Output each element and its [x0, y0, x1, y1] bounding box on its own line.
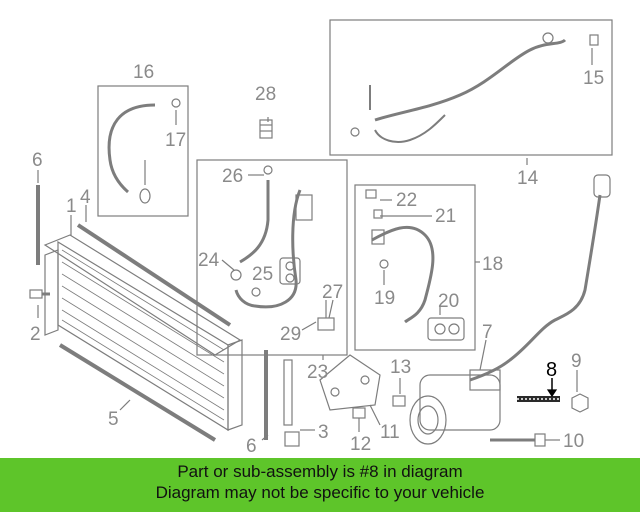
banner-line-2: Diagram may not be specific to your vehi…	[155, 483, 485, 502]
box-16	[97, 85, 189, 217]
callout-13: 13	[390, 357, 411, 378]
condenser-icon	[43, 234, 243, 432]
bracket-11-icon	[319, 354, 381, 411]
callout-8: 8	[546, 359, 557, 381]
fitting-icon	[371, 229, 385, 245]
callout-3: 3	[318, 422, 329, 443]
stud-10-icon	[490, 433, 546, 447]
callout-24: 24	[198, 250, 220, 271]
callout-17: 17	[165, 130, 186, 151]
hose-14b-icon	[374, 114, 446, 143]
hose-18-icon	[371, 225, 435, 324]
callout-22: 22	[396, 190, 417, 211]
strip-5-icon	[58, 343, 217, 442]
muffler-icon	[295, 194, 313, 221]
callout-12: 12	[350, 434, 371, 455]
callout-7: 7	[482, 322, 493, 343]
callout-9: 9	[571, 351, 582, 372]
callout-5: 5	[108, 409, 119, 430]
callout-labels: 1 2 3 4 5 6 6 7 8 9 10 11 12 13 14 15 16…	[30, 62, 604, 457]
callout-25: 25	[252, 264, 273, 285]
discharge-line-icon	[469, 194, 602, 382]
callout-20: 20	[438, 291, 459, 312]
spring-28-icon	[259, 119, 273, 139]
compressor-7-icon	[409, 369, 501, 445]
valve-21-icon	[373, 209, 383, 219]
diagram-canvas: 1 2 3 4 5 6 6 7 8 9 10 11 12 13 14 15 16…	[29, 19, 613, 457]
callout-14: 14	[517, 168, 539, 189]
callout-6-left: 6	[32, 150, 43, 171]
valve-27-icon	[317, 300, 335, 331]
callout-21: 21	[435, 206, 456, 227]
nut-9-icon	[571, 393, 589, 413]
oring-15-icon	[589, 34, 599, 46]
callout-15: 15	[583, 68, 604, 89]
box-18	[354, 184, 476, 351]
bolt-2-icon	[29, 289, 50, 299]
bracket-3-icon	[283, 359, 300, 447]
suction-hose-14-icon	[374, 38, 567, 122]
callout-18: 18	[482, 254, 503, 275]
bolt-12-icon	[352, 407, 366, 428]
callout-27: 27	[322, 282, 343, 303]
callout-23: 23	[307, 362, 328, 383]
oring-19-icon	[379, 259, 389, 269]
callout-28-29: 29	[280, 324, 301, 345]
callout-11: 11	[380, 422, 400, 443]
callout-1: 1	[66, 196, 77, 217]
cap-icon	[593, 174, 611, 198]
strip-4-icon	[76, 223, 232, 327]
callout-6-right: 6	[246, 436, 257, 457]
callout-26: 26	[222, 166, 243, 187]
pipe-26-icon	[239, 180, 270, 264]
hose-16-icon	[107, 103, 156, 194]
callout-16: 16	[133, 62, 154, 83]
oring-24-icon	[230, 269, 242, 281]
pipe-23-icon	[234, 189, 302, 309]
callout-28: 28	[255, 84, 276, 105]
oring-set-25-icon	[279, 257, 301, 285]
info-banner: Part or sub-assembly is #8 in diagram Di…	[0, 458, 640, 512]
callout-2: 2	[30, 324, 41, 345]
box-23	[196, 159, 348, 356]
cap-22-icon	[365, 189, 377, 199]
oring-17-icon	[139, 188, 151, 204]
oring-set-20-icon	[427, 317, 465, 341]
oring-17-top-icon	[171, 98, 181, 108]
callout-19: 19	[374, 288, 395, 309]
banner-line-1: Part or sub-assembly is #8 in diagram	[177, 462, 463, 481]
callout-4: 4	[80, 187, 91, 208]
box-14	[329, 19, 613, 156]
bolt-13-icon	[392, 395, 406, 407]
valve-26-icon	[263, 165, 273, 175]
callout-10: 10	[563, 431, 584, 452]
